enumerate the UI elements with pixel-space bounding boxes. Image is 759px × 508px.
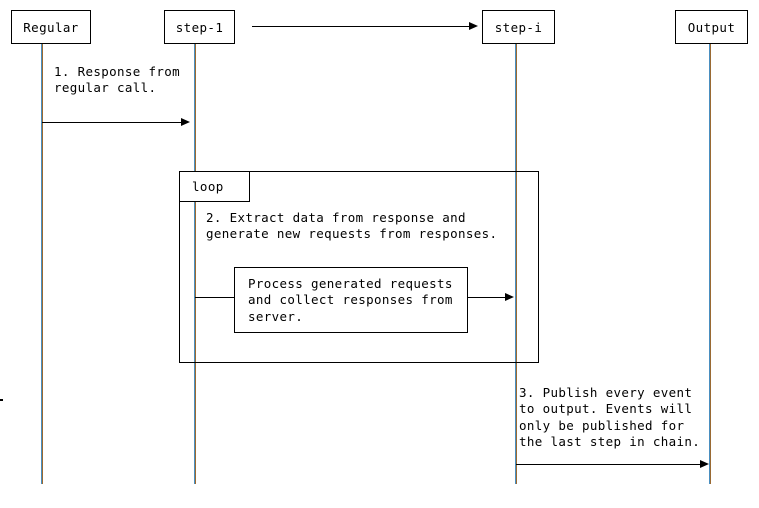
message-arrowhead-step1-to-stepi-header — [469, 21, 478, 30]
participant-step-1-label: step-1 — [175, 19, 224, 35]
lifeline-regular — [41, 44, 43, 484]
participant-step-1[interactable]: step-1 — [164, 10, 235, 44]
message-arrow-regular-to-step1 — [42, 122, 182, 123]
loop-operator-text: loop — [192, 179, 224, 194]
loop-body-text: 2. Extract data from response and genera… — [206, 210, 498, 242]
message-arrowhead-stepi-to-output — [700, 459, 709, 468]
message-label-publish-every-event: 3. Publish every event to output. Events… — [519, 385, 701, 449]
participant-output-label: Output — [687, 19, 736, 35]
lifeline-step-i — [515, 44, 517, 484]
left-edge-tick — [0, 399, 3, 401]
loop-fragment-operator-label: loop — [180, 172, 250, 202]
lifeline-output — [709, 44, 711, 484]
participant-regular[interactable]: Regular — [11, 10, 91, 44]
loop-fragment-frame — [179, 171, 539, 363]
message-arrowhead-regular-to-step1 — [181, 117, 190, 126]
lifeline-step-1 — [194, 44, 196, 484]
message-arrow-stepi-to-output — [516, 464, 701, 465]
participant-regular-label: Regular — [23, 19, 79, 35]
message-arrowhead-step1-to-stepi-loop — [505, 292, 514, 301]
message-arrow-step1-to-stepi-header — [252, 26, 470, 27]
participant-output[interactable]: Output — [675, 10, 748, 44]
message-label-response-from-regular-call: 1. Response from regular call. — [54, 64, 181, 96]
note-process-generated-requests: Process generated requests and collect r… — [234, 267, 468, 333]
participant-step-i-label: step-i — [494, 19, 543, 35]
participant-step-i[interactable]: step-i — [482, 10, 555, 44]
